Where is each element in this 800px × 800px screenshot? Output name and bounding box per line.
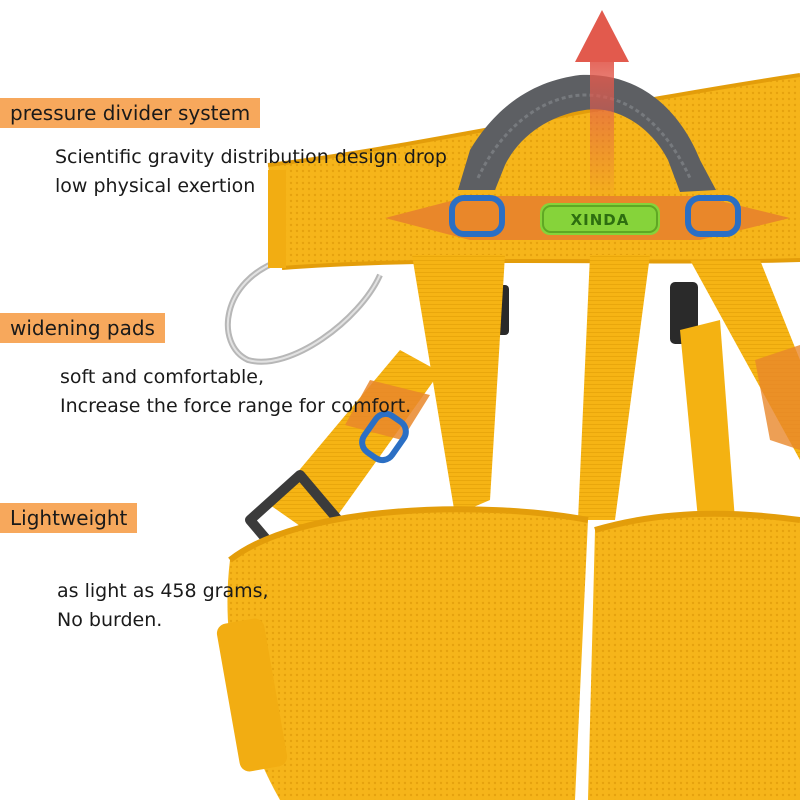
feature-desc-pressure-divider: Scientific gravity distribution design d…	[55, 143, 447, 201]
belt-loop-right	[685, 195, 741, 237]
right-leg-loop	[588, 513, 800, 800]
pressure-divider-loop	[458, 74, 716, 192]
arrow-head	[575, 10, 629, 62]
feature-desc-line: as light as 458 grams,	[57, 580, 269, 602]
feature-desc-line: low physical exertion	[55, 175, 256, 197]
feature-desc-widening-pads: soft and comfortable, Increase the force…	[60, 363, 411, 421]
center-rear-strap	[578, 255, 650, 520]
feature-title-lightweight: Lightweight	[0, 503, 138, 533]
feature-desc-line: No burden.	[57, 609, 163, 631]
right-leg-strap	[680, 320, 735, 540]
feature-desc-line: Increase the force range for comfort.	[60, 395, 412, 417]
brand-logo-badge	[540, 203, 660, 235]
feature-desc-line: Scientific gravity distribution design d…	[55, 146, 447, 168]
leg-strap-loop	[359, 410, 409, 464]
feature-title-pressure-divider: pressure divider system	[0, 98, 261, 128]
brand-logo-text: XINDA	[571, 211, 630, 229]
feature-desc-line: soft and comfortable,	[60, 366, 265, 388]
feature-title-widening-pads: widening pads	[0, 313, 165, 343]
belt-loop-left	[449, 195, 505, 237]
gear-loop-rope	[224, 257, 383, 365]
left-rear-strap	[412, 255, 505, 515]
arrow-shaft	[590, 55, 614, 205]
left-leg-loop	[227, 509, 588, 800]
feature-desc-lightweight: as light as 458 grams, No burden.	[57, 577, 269, 635]
